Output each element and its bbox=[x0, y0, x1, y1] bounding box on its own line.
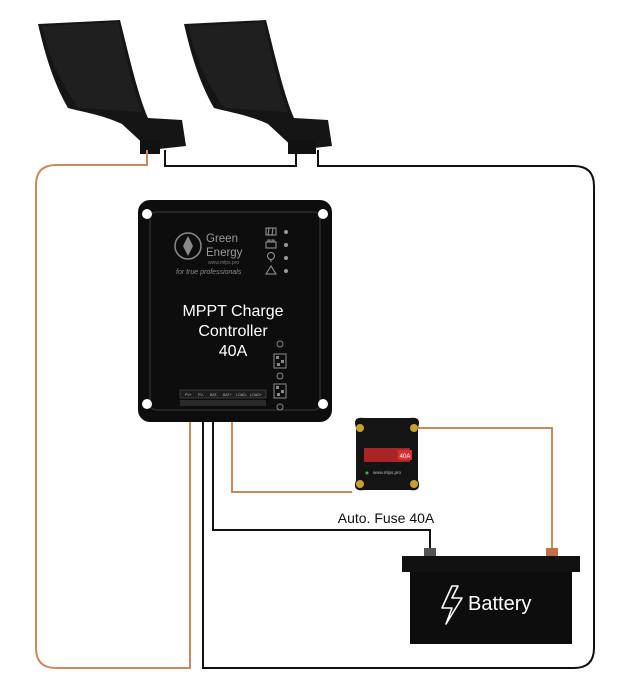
brand-line2: Energy bbox=[206, 247, 243, 259]
controller-title-line2: Controller bbox=[198, 323, 268, 340]
auto-fuse: 40A www.mlps.pro bbox=[355, 417, 419, 491]
battery: Battery bbox=[402, 548, 580, 644]
brand-website: www.mlps.pro bbox=[208, 260, 239, 266]
mppt-charge-controller: Green Energy www.mlps.pro for true profe… bbox=[138, 200, 332, 422]
solar-panel-1 bbox=[38, 20, 186, 154]
controller-title-line3: 40A bbox=[219, 343, 248, 360]
solar-panel-icon bbox=[265, 227, 277, 236]
terminal-label: BAT+ bbox=[223, 393, 232, 397]
battery-icon bbox=[265, 239, 277, 249]
qr-code-icon bbox=[273, 340, 287, 411]
battery-label: Battery bbox=[468, 593, 531, 615]
terminal-label: LOAD- bbox=[236, 393, 248, 397]
positive-wires bbox=[35, 150, 553, 669]
terminal-label: BAT- bbox=[210, 393, 219, 397]
negative-wires bbox=[164, 150, 595, 669]
lightning-icon bbox=[441, 585, 463, 625]
warning-icon bbox=[265, 265, 277, 275]
fuse-caption: Auto. Fuse 40A bbox=[338, 510, 435, 526]
green-energy-logo: Green Energy www.mlps.pro for true profe… bbox=[174, 232, 243, 276]
terminal-label: PV+ bbox=[185, 393, 192, 397]
brand-tagline: for true professionals bbox=[176, 269, 242, 276]
fuse-rating-badge: 40A bbox=[400, 454, 411, 460]
terminal-strip: PV+ PV- BAT- BAT+ LOAD- LOAD+ bbox=[179, 389, 267, 406]
solar-panel-2 bbox=[184, 20, 332, 154]
terminal-label: LOAD+ bbox=[250, 393, 262, 397]
controller-title-line1: MPPT Charge bbox=[182, 303, 283, 320]
status-indicators bbox=[265, 227, 288, 275]
fuse-website: www.mlps.pro bbox=[373, 470, 402, 475]
terminal-label: PV- bbox=[198, 393, 205, 397]
brand-line1: Green bbox=[206, 233, 238, 245]
bulb-icon bbox=[267, 252, 275, 262]
